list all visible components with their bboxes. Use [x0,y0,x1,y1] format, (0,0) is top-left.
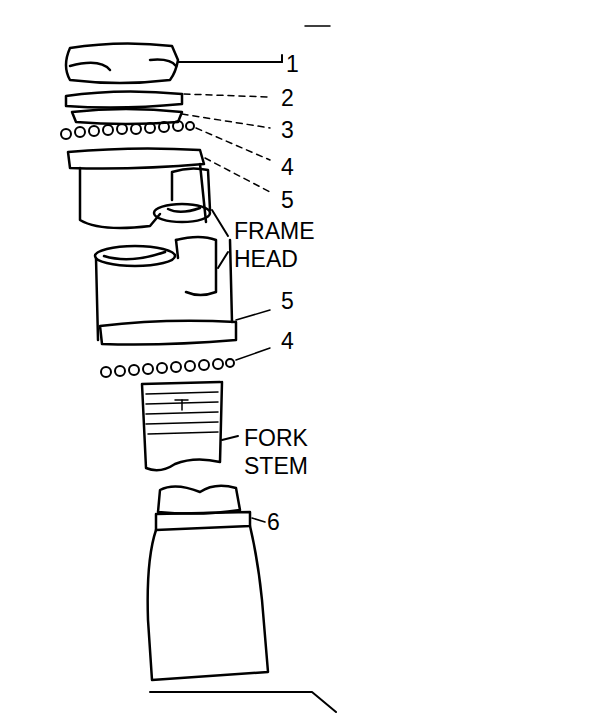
part-name: FORK STEM [244,424,336,480]
part-name: FRAME HEAD [234,217,326,273]
callout-number: 1 [286,50,299,78]
callout-number: 2 [281,84,294,112]
callout-number: 5 [281,287,294,315]
callout-number: 4 [281,327,294,355]
callout-number: 5 [281,186,294,214]
callout-number: 4 [281,153,294,181]
callout-number: 6 [267,508,280,536]
callout-number: 3 [281,116,294,144]
